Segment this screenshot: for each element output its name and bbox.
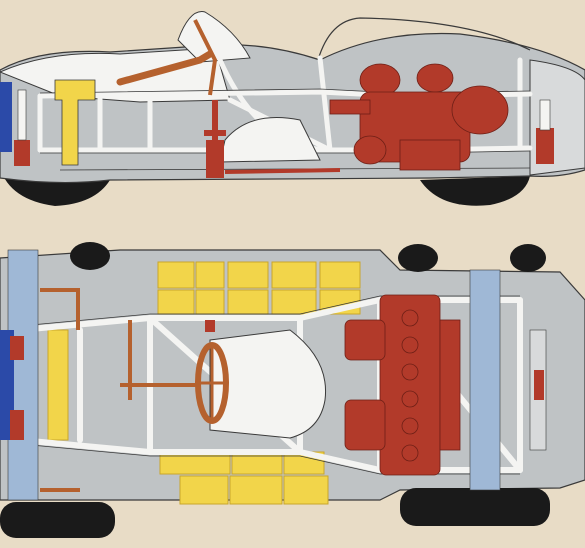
fuel-tank-rear-plan [47,329,69,441]
front-tire-side [420,176,530,206]
steering-linkage-plan [120,320,200,400]
steering-column-side [116,50,214,86]
front-right-tire-plan [400,488,550,526]
rear-axle-linkage-plan [40,288,80,492]
front-left-tire-plan-outer [510,244,546,272]
fuel-tank-side [54,79,96,166]
rear-right-tire-plan [0,502,115,538]
rear-suspension-plan [0,249,39,501]
driver-seat-plan [209,329,327,439]
gear-knob-plan [205,320,215,332]
driver-seat-side [219,117,321,163]
front-suspension-plan [469,269,547,491]
steering-bracket [193,19,218,96]
steering-wheel-plan [195,342,229,424]
rear-tire-side [0,168,110,206]
drive-shaft-side [224,168,341,174]
rear-left-tire-plan [70,242,110,270]
side-elevation-view [0,11,585,206]
gear-lever-side [204,100,226,178]
engine-side [329,63,509,171]
plan-view [0,242,585,538]
rear-spring-side [14,89,30,166]
fuel-tank-cells [157,261,361,505]
tail-light-panel [0,82,12,152]
view-divider [0,210,585,234]
front-spring-side [536,99,554,164]
engine-cowl-outline [317,17,531,61]
engine-plan [344,294,461,476]
front-left-tire-plan [398,244,438,272]
